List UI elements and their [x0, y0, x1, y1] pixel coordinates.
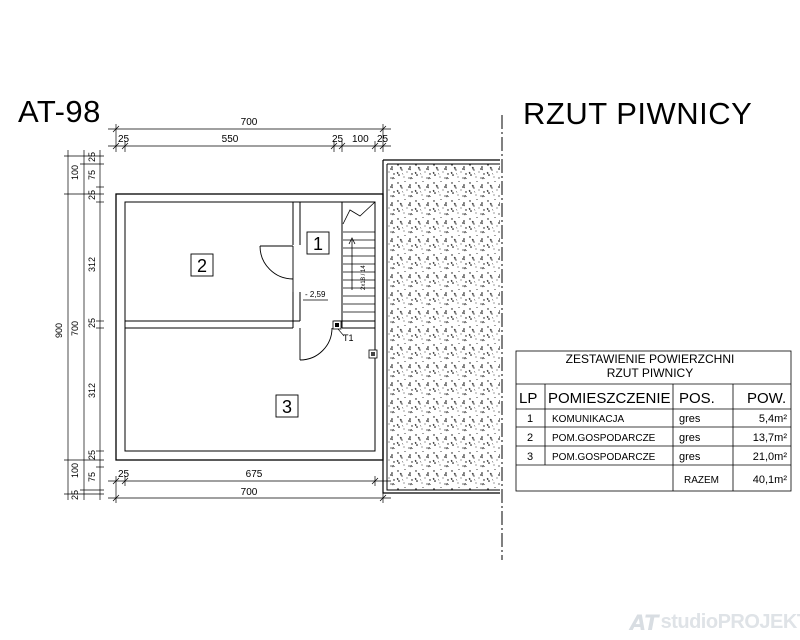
outer-walls: [115, 193, 384, 461]
table-row-1-area: 5,4m²: [759, 413, 787, 425]
dim-bottom-mid: 675: [246, 469, 263, 480]
table-row-2-pos: gres: [679, 432, 701, 444]
table-row-2-area: 13,7m²: [753, 432, 788, 444]
table-row-3-pos: gres: [679, 451, 701, 463]
dim-left-s5: 312: [87, 257, 97, 272]
table-row-2-lp: 2: [527, 432, 533, 444]
area-table: [515, 350, 792, 492]
table-title-1: ZESTAWIENIE POWIERZCHNI: [566, 352, 735, 366]
logo-mark: AT: [630, 610, 659, 635]
project-code: AT-98: [18, 94, 101, 129]
room-1-number: 1: [313, 234, 323, 254]
dim-left-s3: 100: [70, 165, 80, 180]
dimension-bottom: [108, 476, 391, 503]
dim-top-b: 100: [352, 134, 369, 145]
table-row-3-lp: 3: [527, 451, 533, 463]
t1-label: T1: [343, 333, 354, 343]
door-room-2: [259, 245, 294, 292]
stair-mark: 2x18 / 14: [361, 265, 367, 290]
dim-left-s9: 75: [87, 472, 97, 482]
dim-bottom-total: 700: [241, 487, 258, 498]
staircase: [342, 201, 376, 313]
level-mark: - 2,59: [305, 290, 326, 299]
t1-box-inner: [335, 323, 339, 327]
table-row-1-room: KOMUNIKACJA: [552, 414, 625, 425]
dim-top-mid: 550: [222, 134, 239, 145]
interior-walls: [125, 202, 375, 329]
logo-text: studioPROJEKT: [660, 611, 800, 633]
room-2-number: 2: [197, 256, 207, 276]
table-header-area: POW.: [747, 390, 786, 407]
dim-top-left: 25: [118, 134, 130, 145]
dim-top-c: 25: [377, 134, 389, 145]
dim-left-s4: 25: [87, 190, 97, 200]
table-row-3-room: POM.GOSPODARCZE: [552, 452, 656, 463]
table-row-2-room: POM.GOSPODARCZE: [552, 433, 656, 444]
table-total-label: RAZEM: [684, 475, 719, 486]
table-header-pos: POS.: [679, 390, 715, 407]
room-2-tag: [190, 253, 214, 277]
dim-top-a: 25: [332, 134, 344, 145]
studio-logo: AT studioPROJEKT: [630, 610, 800, 635]
dim-left-s10: 100: [70, 463, 80, 478]
dim-left-s7: 312: [87, 383, 97, 398]
sheet-title: RZUT PIWNICY: [523, 96, 753, 131]
room-3-number: 3: [282, 397, 292, 417]
door-room-3: [299, 327, 333, 361]
table-total-value: 40,1m²: [753, 474, 788, 486]
ground-fill: [387, 164, 500, 490]
dim-left-s8: 25: [87, 450, 97, 460]
dimension-top: [108, 124, 391, 152]
table-title-2: RZUT PIWNICY: [607, 366, 693, 380]
dim-left-total: 900: [54, 323, 64, 338]
table-header-room: POMIESZCZENIE: [548, 390, 671, 407]
dim-left-m1: 700: [70, 321, 80, 336]
dimension-left: [64, 150, 104, 500]
dim-left-s1: 25: [87, 152, 97, 162]
dim-left-s2: 75: [87, 170, 97, 180]
dim-top-total: 700: [241, 117, 258, 128]
dim-left-s11: 25: [70, 490, 80, 500]
dim-left-s6: 25: [87, 318, 97, 328]
room-1-tag: [306, 231, 330, 255]
table-row-1-lp: 1: [527, 413, 533, 425]
room-3-tag: [275, 394, 299, 418]
table-row-3-area: 21,0m²: [753, 451, 788, 463]
table-row-1-pos: gres: [679, 413, 701, 425]
dim-bottom-left: 25: [118, 469, 130, 480]
vent-box-inner: [371, 352, 375, 356]
table-header-lp: LP: [519, 390, 537, 407]
